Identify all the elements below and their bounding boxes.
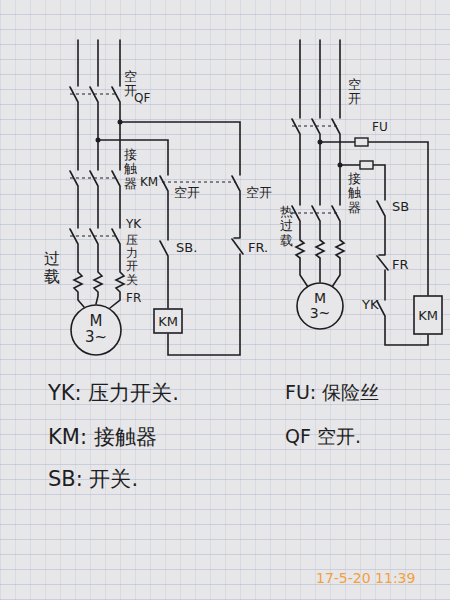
component-label: 压力开关 bbox=[126, 234, 138, 287]
component-label: 空开 bbox=[246, 186, 272, 200]
coil-box: KM bbox=[153, 308, 183, 334]
date-stamp: 17-5-20 11:39 bbox=[316, 571, 415, 586]
designator: KM bbox=[140, 176, 158, 189]
designator: FR bbox=[126, 292, 141, 305]
control-wires bbox=[98, 122, 428, 355]
component-label: 空开 bbox=[174, 186, 200, 200]
key-note: KM: 接触器 bbox=[48, 426, 157, 449]
motor-circle: M 3~ bbox=[70, 304, 122, 356]
designator: YK bbox=[362, 298, 378, 312]
key-note: FU: 保险丝 bbox=[285, 382, 379, 403]
fuse-symbol bbox=[355, 138, 373, 169]
component-label: 接触器 bbox=[348, 172, 361, 215]
motor-circle: M 3~ bbox=[296, 282, 344, 330]
key-note: SB: 开关. bbox=[48, 468, 138, 491]
motor-symbol-text: M 3~ bbox=[84, 314, 108, 346]
outline-shape bbox=[414, 296, 442, 334]
designator: FR bbox=[392, 258, 409, 272]
outline-shape bbox=[71, 305, 121, 355]
outline-shape bbox=[297, 283, 343, 329]
mechanical-link bbox=[70, 94, 338, 236]
key-note: QF 空开. bbox=[285, 426, 361, 447]
coil-box: KM bbox=[413, 295, 443, 335]
designator: YK bbox=[126, 218, 141, 231]
designator: SB bbox=[392, 200, 409, 214]
designator: SB. bbox=[176, 241, 197, 255]
coil-designator: KM bbox=[413, 308, 443, 323]
component-label: 热过载 bbox=[280, 205, 293, 248]
power-wires bbox=[70, 40, 344, 308]
component-label: 接触器 bbox=[124, 148, 137, 191]
motor-symbol-text: M 3~ bbox=[309, 291, 331, 320]
coil-designator: KM bbox=[153, 314, 183, 329]
designator: FU bbox=[372, 121, 388, 134]
designator: FR. bbox=[248, 241, 268, 255]
outline-shape bbox=[154, 309, 182, 333]
component-label: 空开 bbox=[348, 78, 361, 107]
component-label: 过载 bbox=[44, 250, 60, 285]
key-note: YK: 压力开关. bbox=[48, 382, 179, 405]
designator: QF bbox=[134, 92, 150, 105]
